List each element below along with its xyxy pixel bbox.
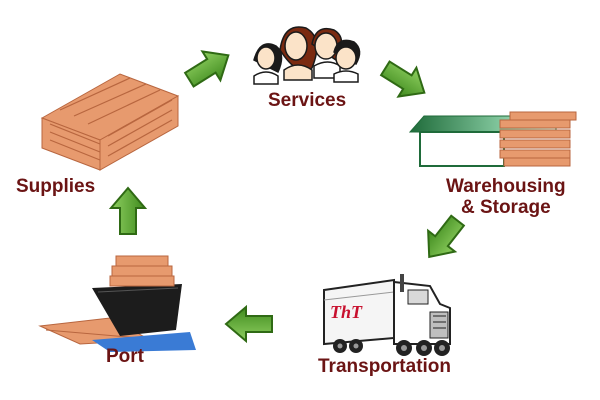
arrow-supplies-to-services bbox=[183, 50, 230, 88]
truck-logo-text: ThT bbox=[330, 302, 363, 322]
arrow-services-to-warehousing bbox=[379, 60, 426, 98]
label-services: Services bbox=[268, 90, 347, 111]
label-transportation: Transportation bbox=[318, 356, 452, 377]
label-warehousing: Warehousing & Storage bbox=[446, 176, 566, 218]
label-port: Port bbox=[106, 346, 144, 367]
label-supplies: Supplies bbox=[16, 176, 96, 197]
arrow-port-to-supplies bbox=[108, 186, 148, 235]
arrow-transportation-to-port bbox=[224, 304, 273, 344]
label-warehousing-line1: Warehousing bbox=[446, 176, 566, 197]
label-warehousing-line2: & Storage bbox=[460, 197, 551, 218]
arrow-warehousing-to-transportation bbox=[427, 214, 466, 259]
